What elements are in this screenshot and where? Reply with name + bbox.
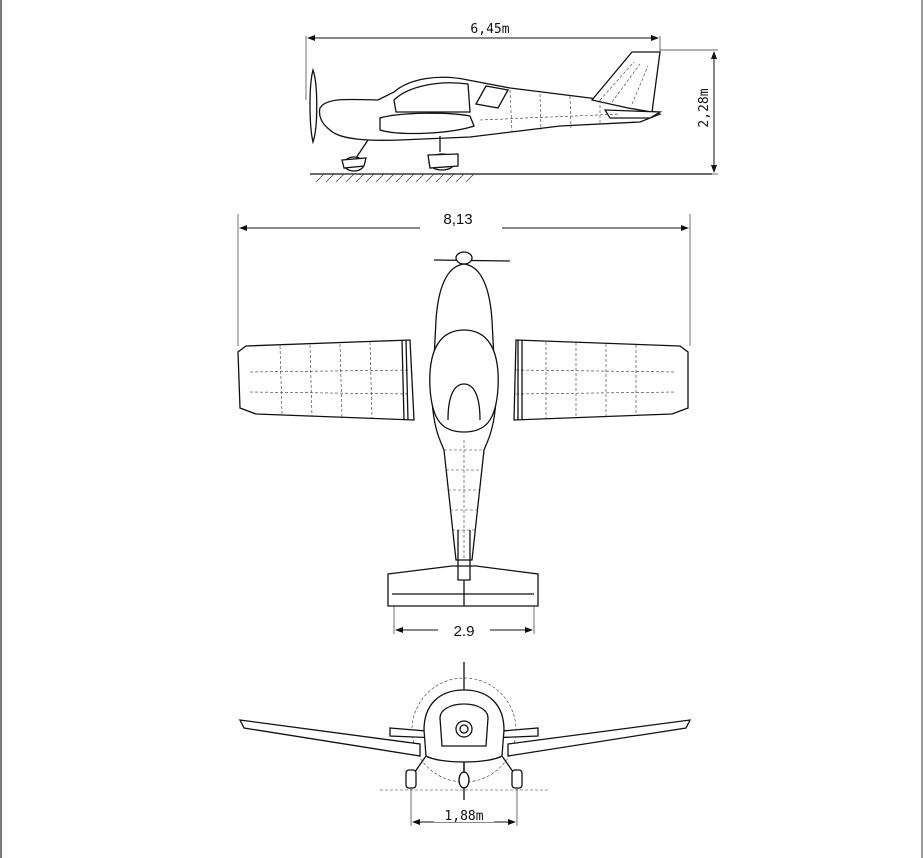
ground-hatching xyxy=(315,173,475,183)
propeller xyxy=(309,67,318,145)
side-rear-window xyxy=(474,85,510,109)
length-label: 6,45m xyxy=(470,22,509,37)
side-wing xyxy=(379,112,475,135)
side-canopy xyxy=(393,82,471,113)
side-stabilizer xyxy=(603,109,663,119)
wingspan-label: 8,13 xyxy=(443,211,472,228)
top-view: 8,13 xyxy=(237,206,691,640)
front-left-wing xyxy=(238,719,421,757)
left-border xyxy=(0,0,2,858)
front-view: 1,88m xyxy=(238,662,692,826)
front-right-wing xyxy=(507,719,692,757)
left-main-wheel xyxy=(405,769,417,789)
front-nose-wheel xyxy=(458,771,470,789)
vertical-tail xyxy=(590,51,661,113)
top-canopy xyxy=(429,329,499,433)
cockpit-opening xyxy=(447,383,481,421)
height-label: 2,28m xyxy=(697,88,712,127)
side-view: 6,45m 2,28m xyxy=(305,20,718,183)
wheel-track-label: 1,88m xyxy=(444,809,483,824)
horizontal-tail xyxy=(387,565,539,607)
front-cowling xyxy=(439,703,489,747)
spinner xyxy=(455,251,473,265)
tail-span-label: 2.9 xyxy=(454,623,475,640)
nose-gear-strut xyxy=(355,139,369,159)
right-border xyxy=(921,0,923,858)
right-main-wheel xyxy=(511,769,523,789)
left-wing xyxy=(237,339,415,421)
right-wing xyxy=(513,339,689,421)
front-spinner xyxy=(455,720,473,738)
